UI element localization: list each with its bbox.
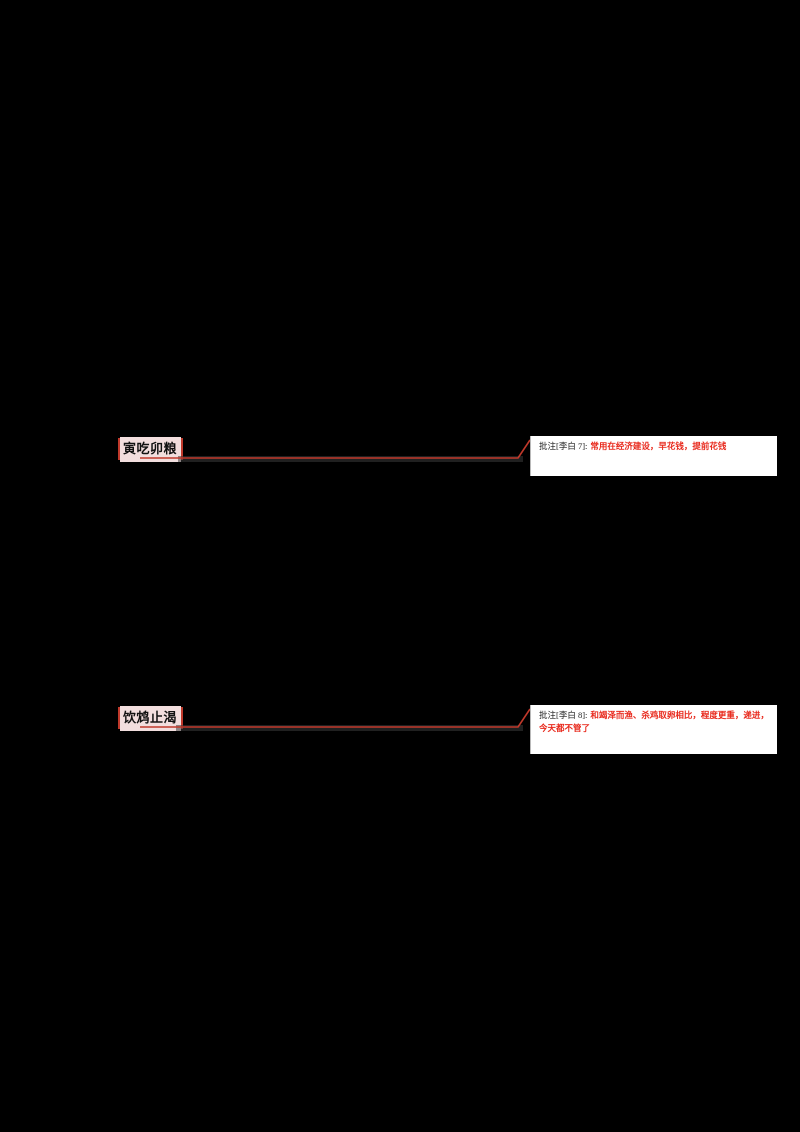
body-text-rule-1 (178, 456, 523, 462)
highlighted-text-2[interactable]: 饮鸩止渴 (118, 705, 184, 731)
comment-range-start-marker-2 (118, 707, 120, 729)
comment-body-text-2: 和竭泽而渔、杀鸡取卵相比，程度更重，递进，今天都不管了 (539, 710, 769, 733)
comment-balloon-text-2: 批注[李白 8]:和竭泽而渔、杀鸡取卵相比，程度更重，递进，今天都不管了 (539, 709, 771, 735)
comment-reference-label-1: 批注[李白 7]: (539, 441, 588, 451)
comment-balloon-1[interactable]: 批注[李白 7]:常用在经济建设，早花钱，提前花钱 (530, 436, 777, 476)
comment-balloon-text-1: 批注[李白 7]:常用在经济建设，早花钱，提前花钱 (539, 440, 771, 453)
comment-body-text-1: 常用在经济建设，早花钱，提前花钱 (590, 441, 727, 451)
annotation-group-2: 饮鸩止渴 批注[李白 8]:和竭泽而渔、杀鸡取卵相比，程度更重，递进，今天都不管… (0, 701, 800, 761)
highlighted-idiom-2[interactable]: 饮鸩止渴 (120, 705, 182, 731)
annotation-group-1: 寅吃卯粮 批注[李白 7]:常用在经济建设，早花钱，提前花钱 (0, 432, 800, 492)
highlighted-idiom-1[interactable]: 寅吃卯粮 (120, 436, 182, 462)
comment-reference-label-2: 批注[李白 8]: (539, 710, 588, 720)
comment-range-start-marker-1 (118, 438, 120, 460)
comment-balloon-2[interactable]: 批注[李白 8]:和竭泽而渔、杀鸡取卵相比，程度更重，递进，今天都不管了 (530, 705, 777, 754)
highlighted-text-1[interactable]: 寅吃卯粮 (118, 436, 184, 462)
body-text-rule-2 (176, 725, 523, 731)
